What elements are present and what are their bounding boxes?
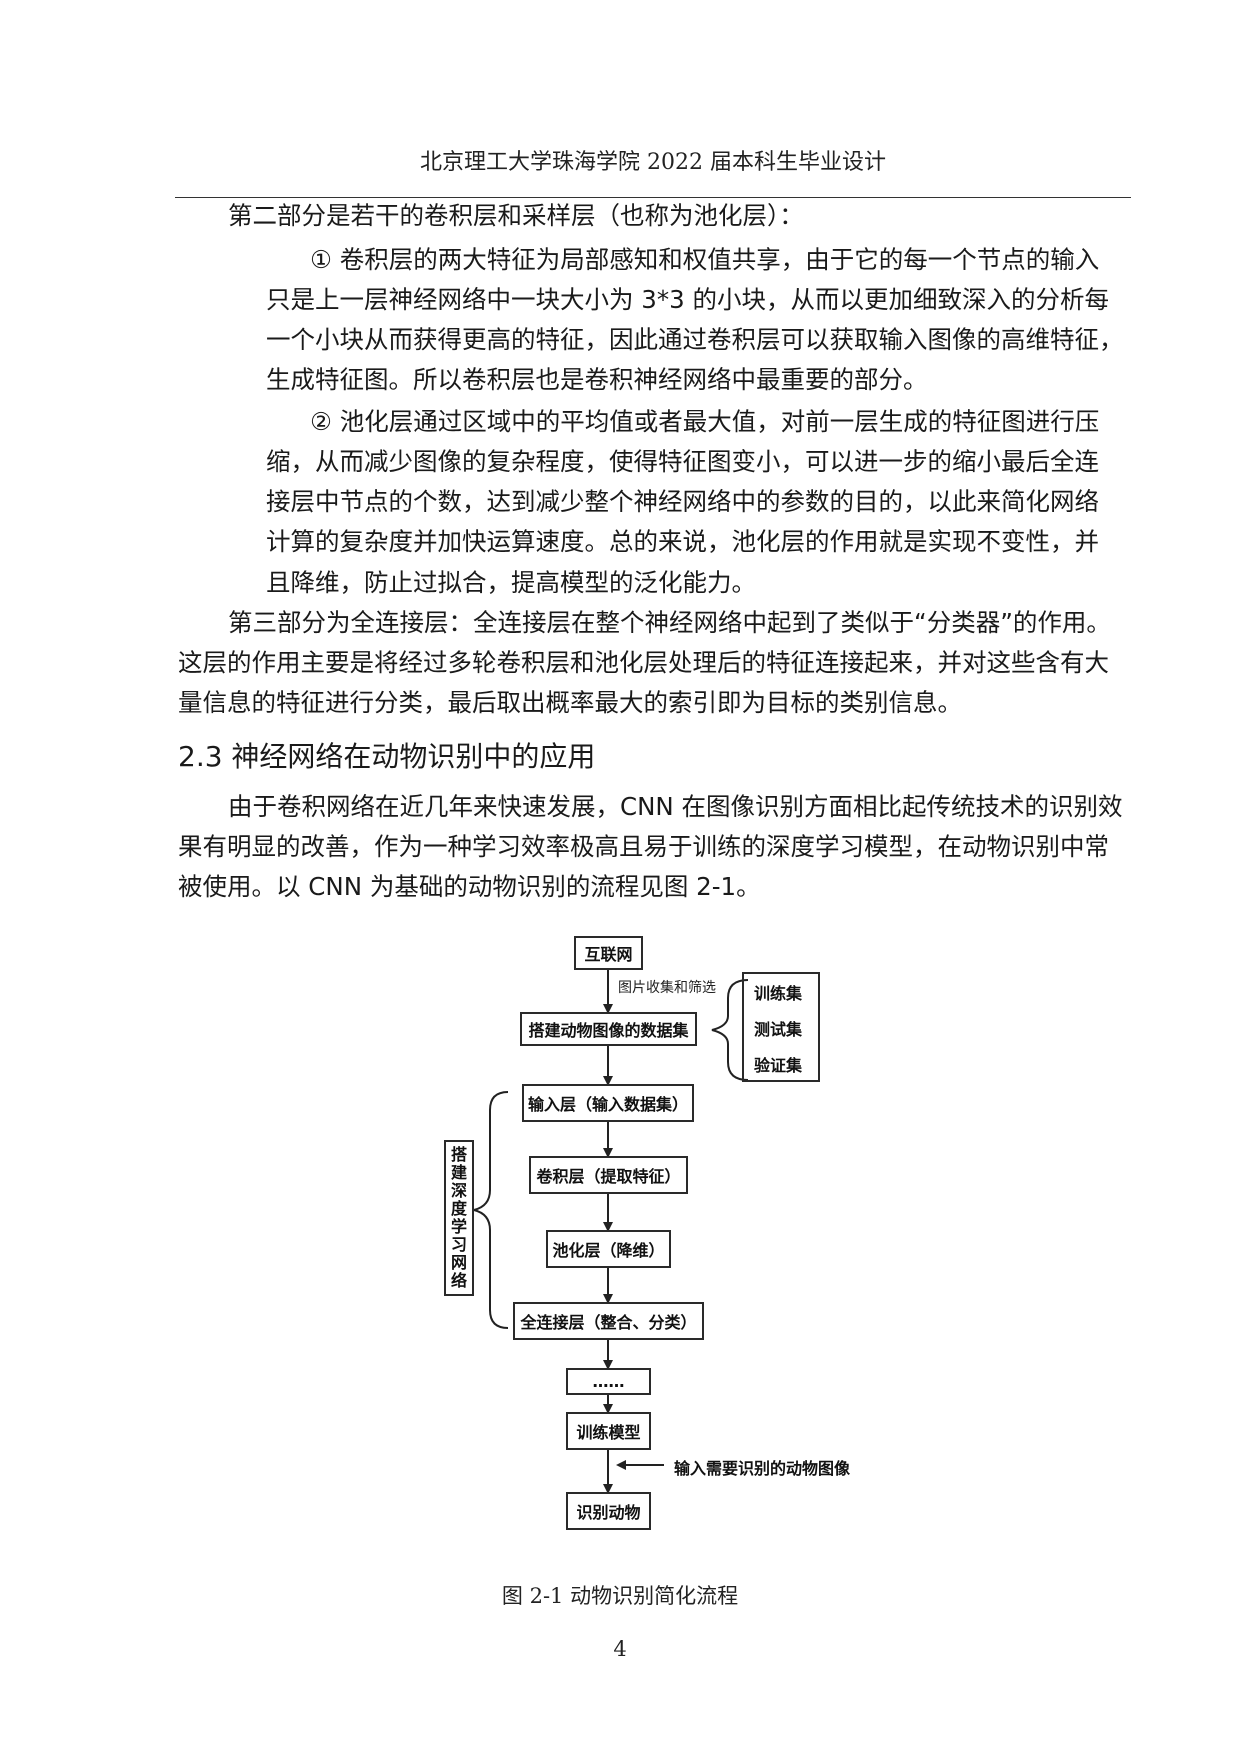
paragraph-line: 一个小块从而获得更高的特征，因此通过卷积层可以获取输入图像的高维特征，	[266, 325, 1124, 354]
train-set-label: 训练集	[754, 984, 803, 1003]
network-brace	[473, 1091, 509, 1329]
paragraph-line: 第二部分是若干的卷积层和采样层（也称为池化层）：	[228, 201, 804, 230]
side-label-char: 度	[450, 1199, 467, 1219]
paragraph-line: 只是上一层神经网络中一块大小为 3*3 的小块，从而以更加细致深入的分析每	[266, 285, 1109, 314]
input-image-label: 输入需要识别的动物图像	[674, 1459, 851, 1478]
paragraph-line: 接层中节点的个数，达到减少整个神经网络中的参数的目的，以此来简化网络	[266, 487, 1099, 516]
paragraph-line: 果有明显的改善，作为一种学习效率极高且易于训练的深度学习模型，在动物识别中常	[178, 832, 1109, 861]
ellipsis-box: ……	[566, 1368, 651, 1395]
paragraph-line: ① 卷积层的两大特征为局部感知和权值共享，由于它的每一个节点的输入	[310, 245, 1100, 274]
side-label-char: 习	[450, 1234, 467, 1254]
recognize-animal-box: 识别动物	[566, 1492, 651, 1530]
paragraph-line: 量信息的特征进行分类，最后取出概率最大的索引即为目标的类别信息。	[178, 688, 962, 717]
dataset-box: 搭建动物图像的数据集	[520, 1012, 697, 1046]
header-rule	[175, 197, 1131, 198]
running-header: 北京理工大学珠海学院 2022 届本科生毕业设计	[420, 150, 886, 175]
side-label-char: 搭	[450, 1145, 467, 1165]
paragraph-line: 计算的复杂度并加快运算速度。总的来说，池化层的作用就是实现不变性，并	[266, 527, 1099, 556]
sets-brace	[711, 979, 749, 1081]
paragraph-line: ② 池化层通过区域中的平均值或者最大值，对前一层生成的特征图进行压	[310, 407, 1100, 436]
fc-layer-box: 全连接层（整合、分类）	[513, 1302, 704, 1340]
build-network-label-box: 搭 建 深 度 学 习 网 络	[444, 1140, 474, 1296]
conv-layer-box: 卷积层（提取特征）	[529, 1156, 688, 1194]
train-model-box: 训练模型	[566, 1412, 651, 1450]
section-heading: 2.3 神经网络在动物识别中的应用	[178, 740, 596, 773]
internet-box: 互联网	[574, 936, 643, 970]
sets-box: 训练集 测试集 验证集	[742, 972, 820, 1082]
side-label-char: 学	[450, 1217, 467, 1236]
paragraph-line: 这层的作用主要是将经过多轮卷积层和池化层处理后的特征连接起来，并对这些含有大	[178, 648, 1109, 677]
paragraph-line: 第三部分为全连接层：全连接层在整个神经网络中起到了类似于“分类器”的作用。	[228, 608, 1111, 637]
paragraph-line: 且降维，防止过拟合，提高模型的泛化能力。	[266, 568, 756, 597]
side-label-char: 网	[450, 1252, 467, 1272]
side-label-char: 络	[450, 1270, 467, 1290]
paragraph-line: 生成特征图。所以卷积层也是卷积神经网络中最重要的部分。	[266, 365, 928, 394]
validation-set-label: 验证集	[754, 1056, 803, 1075]
side-label-char: 深	[450, 1181, 467, 1201]
page-number: 4	[613, 1637, 627, 1661]
figure-caption: 图 2-1 动物识别简化流程	[501, 1584, 739, 1608]
paragraph-line: 由于卷积网络在近几年来快速发展，CNN 在图像识别方面相比起传统技术的识别效	[228, 792, 1123, 821]
pool-layer-box: 池化层（降维）	[546, 1230, 671, 1268]
test-set-label: 测试集	[754, 1020, 803, 1039]
collect-label: 图片收集和筛选	[618, 980, 716, 996]
paragraph-line: 缩，从而减少图像的复杂程度，使得特征图变小，可以进一步的缩小最后全连	[266, 447, 1099, 476]
input-layer-box: 输入层（输入数据集）	[522, 1084, 694, 1122]
paragraph-line: 被使用。以 CNN 为基础的动物识别的流程见图 2-1。	[178, 872, 761, 901]
side-label-char: 建	[450, 1163, 467, 1183]
